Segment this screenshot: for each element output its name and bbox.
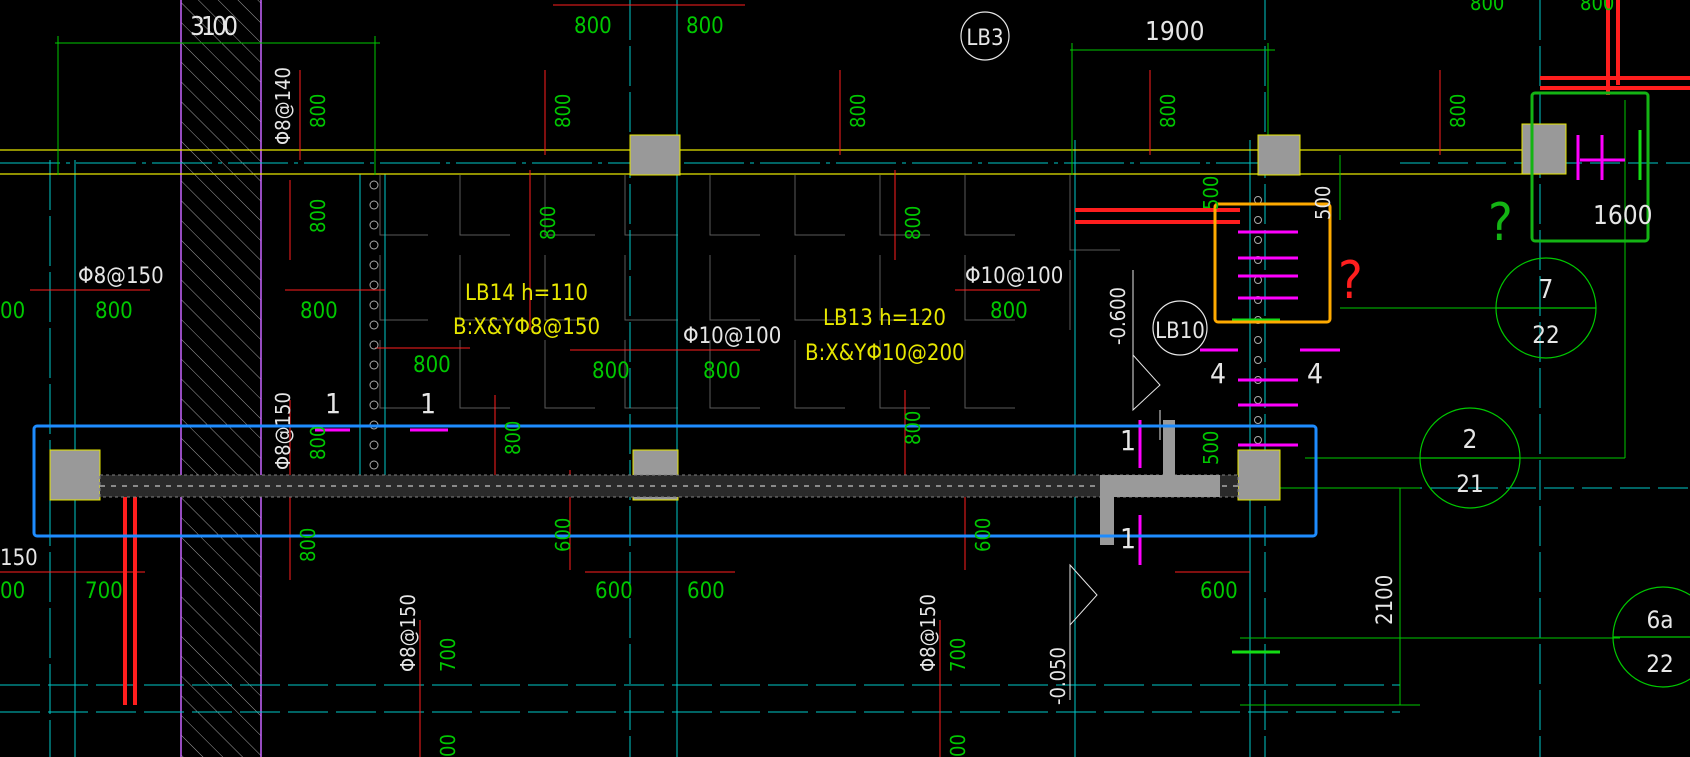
dim-v500-a: 500	[1199, 176, 1223, 210]
dim-v800-2: 800	[551, 94, 575, 128]
elevation-050: -0.050	[1046, 647, 1070, 705]
dim-2100: 2100	[1373, 575, 1398, 625]
dim-v800-3: 800	[846, 94, 870, 128]
lb13-name: LB13 h=120	[823, 306, 946, 331]
bubble-2-bot: 21	[1456, 470, 1483, 498]
bubble-6a-bot: 22	[1646, 650, 1673, 678]
bubble-7-bot: 22	[1532, 321, 1559, 349]
rebar-note-4: Φ10@100	[965, 264, 1063, 289]
dim-v700-a: 700	[436, 638, 460, 672]
green-marks	[1232, 130, 1642, 654]
section-mark-4a: 4	[1210, 357, 1226, 390]
section-mark-4b: 4	[1307, 357, 1323, 390]
rebar-note-6: 150	[0, 546, 38, 571]
question-mark-red: ?	[1338, 251, 1363, 311]
detail-bubbles	[1419, 257, 1690, 688]
rebar-note-1: Φ8@140	[271, 67, 295, 145]
dim-v600-b: 600	[971, 518, 995, 552]
dim-v800-5: 800	[1446, 94, 1470, 128]
dim-h800-a: 800	[95, 299, 133, 324]
dim-800-b: 800	[686, 14, 724, 39]
bubble-6a-top: 6a	[1647, 606, 1674, 634]
dim-v500-b: 500	[1199, 431, 1223, 465]
orange-highlight-box[interactable]	[1213, 202, 1332, 324]
section-mark-1a: 1	[325, 387, 341, 420]
dim-v00-b: 00	[946, 734, 970, 757]
dim-h800-e: 800	[703, 359, 741, 384]
slab-grid	[379, 175, 1120, 409]
dim-800-a: 800	[574, 14, 612, 39]
dim-h800-c: 800	[413, 353, 451, 378]
dim-h800-b: 800	[300, 299, 338, 324]
dim-h600-a: 600	[595, 579, 633, 604]
dim-v800-4: 800	[1156, 94, 1180, 128]
lb14-name: LB14 h=110	[465, 281, 588, 306]
dim-800-d: 800	[1580, 0, 1614, 15]
dim-v800-h: 800	[501, 421, 525, 455]
dim-h800-d: 800	[592, 359, 630, 384]
rebar-note-2: Φ8@150	[78, 264, 164, 289]
dim-h800-f: 800	[990, 299, 1028, 324]
beam-rebar-circles	[369, 180, 1262, 470]
lb13-rebar: B:X&YΦ10@200	[805, 341, 965, 366]
elevation-600: -0.600	[1106, 287, 1130, 345]
lb14-rebar: B:X&YΦ8@150	[453, 315, 600, 340]
bubble-2-top: 2	[1463, 425, 1478, 455]
lb10-label: LB10	[1155, 319, 1205, 344]
dim-h00-b: 00	[0, 579, 25, 604]
question-mark-green: ?	[1488, 193, 1513, 253]
hatched-wall	[180, 0, 262, 757]
dim-h00-a: 00	[0, 299, 25, 324]
rebar-red-thick	[123, 0, 1690, 705]
rebar-note-7: Φ8@150	[396, 594, 420, 672]
section-mark-1b: 1	[420, 387, 436, 420]
section-mark-1d: 1	[1120, 522, 1136, 555]
rebar-note-3: Φ10@100	[683, 324, 781, 349]
rebar-red-lines	[0, 4, 1441, 757]
beam-section	[99, 474, 1239, 498]
label-circles	[960, 11, 1208, 356]
dim-v600-a: 600	[551, 518, 575, 552]
lb3-label: LB3	[966, 26, 1003, 51]
dim-500-white: 500	[1311, 186, 1335, 220]
dim-v800-6: 800	[306, 199, 330, 233]
bubble-7-top: 7	[1539, 275, 1554, 305]
dim-800-c: 800	[1470, 0, 1504, 15]
dim-v700-b: 700	[946, 638, 970, 672]
rebar-note-8: Φ8@150	[916, 594, 940, 672]
green-highlight-box[interactable]	[1530, 91, 1650, 243]
dim-v00-a: 00	[436, 734, 460, 757]
dim-v800-7: 800	[536, 206, 560, 240]
rebar-note-5: Φ8@150	[271, 392, 295, 470]
blue-highlight-box[interactable]	[32, 424, 1318, 538]
dim-1600: 1600	[1593, 201, 1653, 231]
dim-v800-8: 800	[901, 206, 925, 240]
dim-v800-m: 800	[296, 528, 320, 562]
dim-h600-b: 600	[687, 579, 725, 604]
elevation-step	[1100, 420, 1220, 545]
magenta-marks	[315, 135, 1625, 565]
dim-1900: 1900	[1145, 17, 1205, 47]
section-mark-1c: 1	[1120, 424, 1136, 457]
dim-3100: 3100	[190, 12, 238, 42]
dim-v800-9: 800	[901, 411, 925, 445]
dim-v800-g: 800	[306, 426, 330, 460]
dim-h600-c: 600	[1200, 579, 1238, 604]
dim-h700: 700	[85, 579, 123, 604]
dim-v800-1: 800	[306, 94, 330, 128]
